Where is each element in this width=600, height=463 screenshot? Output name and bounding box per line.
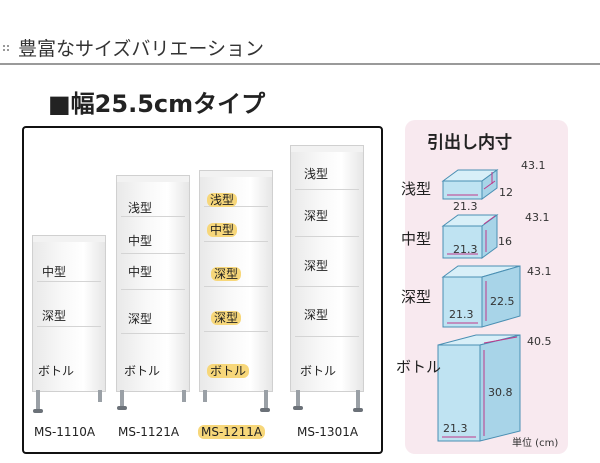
width-value: 21.3 bbox=[449, 308, 474, 321]
drawer-label: 中型 bbox=[207, 221, 238, 238]
drawer-label: 深型 bbox=[304, 259, 329, 273]
depth-value: 43.1 bbox=[525, 211, 550, 224]
drawer-type-label: ボトル bbox=[396, 358, 442, 376]
height-value: 22.5 bbox=[490, 295, 515, 308]
drawer-label: 深型 bbox=[211, 265, 242, 282]
drawer-label: 深型 bbox=[128, 312, 153, 326]
drawer-type-label: 深型 bbox=[401, 288, 432, 306]
cabinet-ms-1301a bbox=[290, 145, 364, 392]
height-value: 30.8 bbox=[488, 386, 513, 399]
section-header: 豊富なサイズバリエーション bbox=[0, 30, 600, 65]
model-name: MS-1301A bbox=[297, 425, 359, 439]
drawer-label: 深型 bbox=[304, 308, 329, 322]
drawer-label: 浅型 bbox=[128, 201, 153, 215]
unit-label: 単位 (cm) bbox=[512, 438, 559, 449]
inner-dimensions-title: 引出し内寸 bbox=[427, 133, 512, 153]
depth-value: 40.5 bbox=[527, 335, 552, 348]
section-title: 豊富なサイズバリエーション bbox=[18, 38, 265, 60]
drawer-label: 中型 bbox=[42, 265, 67, 279]
cabinet-ms-1211a bbox=[199, 170, 273, 392]
drawer-type-label: 浅型 bbox=[401, 180, 432, 198]
drawer-label: 深型 bbox=[304, 209, 329, 223]
depth-value: 43.1 bbox=[521, 159, 546, 172]
drawer-label: 中型 bbox=[128, 265, 153, 279]
drawer-label: 深型 bbox=[42, 309, 67, 323]
drawer-type-label: 中型 bbox=[401, 230, 432, 248]
drawer-label: ボトル bbox=[38, 364, 75, 378]
page-subtitle: ■幅25.5cmタイプ bbox=[48, 90, 266, 118]
drawer-label: 浅型 bbox=[304, 167, 329, 181]
drawer-label: 深型 bbox=[211, 309, 242, 326]
width-value: 21.3 bbox=[453, 200, 478, 213]
width-value: 21.3 bbox=[443, 422, 468, 435]
model-name: MS-1121A bbox=[118, 425, 180, 439]
depth-value: 43.1 bbox=[527, 265, 552, 278]
width-value: 21.3 bbox=[453, 243, 478, 256]
height-value: 12 bbox=[499, 186, 513, 199]
height-value: 16 bbox=[498, 235, 512, 248]
drawer-label: 浅型 bbox=[207, 191, 238, 208]
drawer-label: 中型 bbox=[128, 234, 153, 248]
model-name: MS-1211A bbox=[198, 425, 266, 439]
cabinet-ms-1121a bbox=[116, 175, 190, 392]
drawer-label: ボトル bbox=[300, 364, 337, 378]
cabinet-ms-1110a bbox=[32, 235, 106, 392]
bullet-dots-icon bbox=[3, 45, 11, 51]
header-divider bbox=[0, 63, 600, 65]
drawer-label: ボトル bbox=[207, 362, 250, 379]
model-name: MS-1110A bbox=[34, 425, 96, 439]
drawer-label: ボトル bbox=[124, 364, 161, 378]
